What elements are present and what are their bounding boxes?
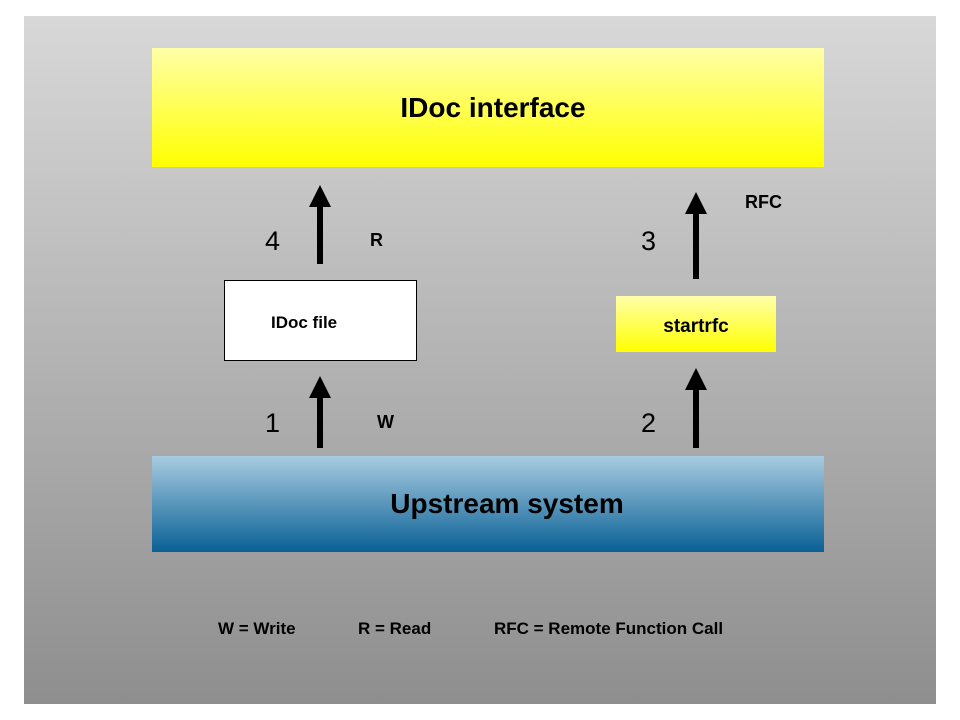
startrfc-label: startrfc: [663, 316, 729, 337]
step-number-4: 4: [265, 226, 281, 256]
arrow-up-icon-step-3: [685, 192, 707, 279]
arrow-up-icon-step-4: [309, 185, 331, 264]
idoc-interface-label: IDoc interface: [400, 91, 586, 123]
step-number-3: 3: [641, 226, 657, 256]
legend-rfc: RFC = Remote Function Call: [494, 619, 724, 638]
step-label-rfc: RFC: [745, 192, 782, 212]
step-label-read: R: [370, 230, 383, 250]
idoc-file-label: IDoc file: [271, 312, 338, 332]
idoc-file-box: IDoc file: [224, 280, 417, 361]
step-number-2: 2: [641, 408, 657, 438]
startrfc-box: startrfc: [616, 296, 776, 352]
arrow-up-icon-step-2: [685, 368, 707, 448]
idoc-interface-box: IDoc interface: [152, 48, 824, 167]
legend-read: R = Read: [358, 619, 432, 638]
arrow-up-icon-step-1: [309, 376, 331, 448]
step-label-write: W: [377, 412, 394, 432]
step-number-1: 1: [265, 408, 281, 438]
legend-write: W = Write: [218, 619, 296, 638]
upstream-system-box: Upstream system: [152, 456, 824, 552]
upstream-system-label: Upstream system: [390, 488, 624, 519]
